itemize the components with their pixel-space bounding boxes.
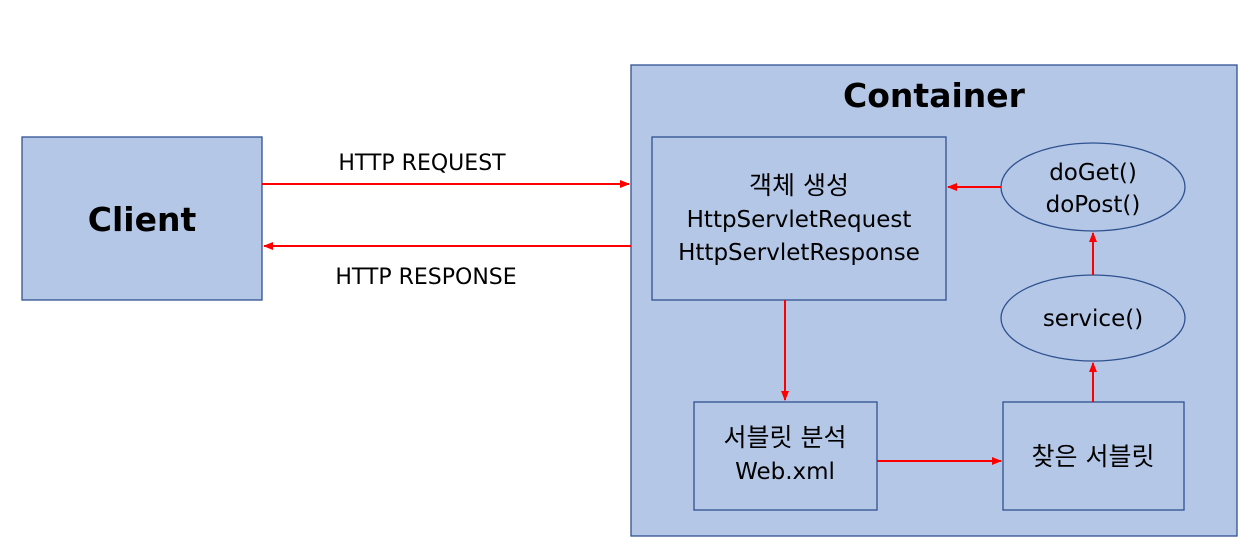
client-node: Client [21, 136, 263, 301]
do-post-label: doPost() [1046, 192, 1141, 218]
service-node: service() [1000, 274, 1186, 362]
service-label: service() [1043, 306, 1143, 332]
http-response-label: HTTP RESPONSE [335, 265, 516, 290]
http-servlet-response-label: HttpServletResponse [678, 240, 920, 266]
http-request-label: HTTP REQUEST [338, 151, 506, 176]
found-servlet-label: 찾은 서블릿 [1032, 442, 1155, 471]
object-creation-title: 객체 생성 [749, 171, 849, 200]
container-title: Container [843, 76, 1026, 115]
found-servlet-box [1002, 401, 1185, 511]
object-creation-node: 객체 생성 HttpServletRequest HttpServletResp… [651, 136, 947, 301]
http-servlet-request-label: HttpServletRequest [687, 207, 912, 233]
servlet-analysis-node: 서블릿 분석 Web.xml [693, 401, 878, 511]
client-label: Client [88, 200, 197, 239]
object-creation-box [651, 136, 947, 301]
web-xml-label: Web.xml [735, 459, 835, 485]
do-methods-node: doGet() doPost() [1000, 142, 1186, 232]
servlet-analysis-box [693, 401, 878, 511]
do-get-label: doGet() [1049, 160, 1137, 186]
servlet-analysis-title: 서블릿 분석 [724, 423, 847, 452]
client-box [21, 136, 263, 301]
found-servlet-node: 찾은 서블릿 [1002, 401, 1185, 511]
